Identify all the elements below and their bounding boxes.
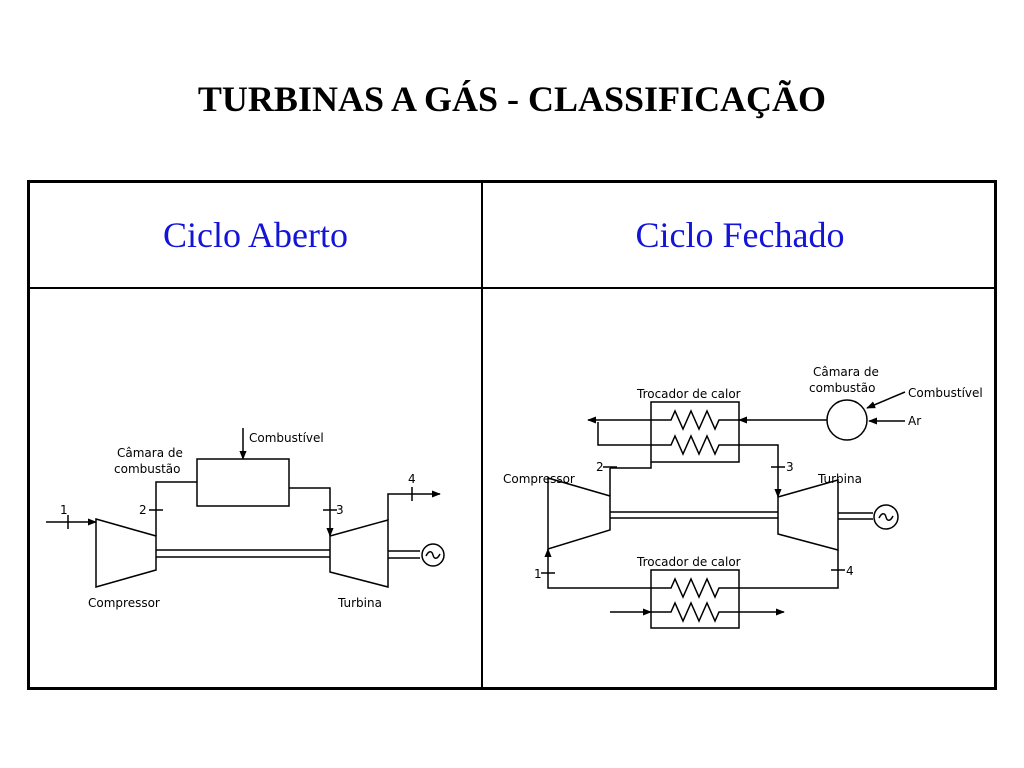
closed-hx-top-label: Trocador de calor: [636, 387, 741, 401]
closed-air-label: Ar: [908, 414, 921, 428]
closed-loop-top-left: [597, 422, 651, 446]
closed-heat-exchanger-bottom: [650, 569, 740, 629]
open-generator-icon: [421, 543, 445, 567]
open-point-1: 1: [60, 503, 68, 517]
open-cycle-labels: Combustível Câmara de combustão Compress…: [60, 431, 416, 610]
closed-point-2: 2: [596, 460, 604, 474]
closed-generator-icon: [873, 504, 899, 530]
closed-combustion-chamber: [826, 399, 868, 441]
open-fuel-label: Combustível: [249, 431, 324, 445]
open-exhaust-arrow: [387, 490, 441, 520]
open-cycle-diagram: [46, 428, 445, 588]
open-combustion-chamber: [196, 458, 290, 507]
closed-fuel-arrow: [866, 391, 906, 409]
closed-hx-bottom-coil-2: [651, 601, 739, 623]
open-compressor-label: Compressor: [88, 596, 160, 610]
closed-fuel-label: Combustível: [908, 386, 983, 400]
classification-table: Ciclo Aberto Ciclo Fechado: [27, 180, 997, 690]
closed-chamber-label-2: combustão: [809, 381, 876, 395]
closed-cycle-labels: Trocador de calor Trocador de calor Câma…: [503, 365, 983, 581]
closed-generator-tilde: [878, 513, 894, 521]
closed-line-3: [739, 444, 782, 498]
closed-cycle-diagram: [541, 391, 906, 629]
closed-turbine: [777, 479, 839, 551]
open-turbine: [329, 519, 389, 588]
open-turbine-label: Turbina: [337, 596, 382, 610]
closed-shaft: [610, 511, 778, 519]
header-open-cycle: Ciclo Aberto: [163, 215, 348, 255]
closed-hx-top-coil-1: [651, 409, 739, 431]
open-line-3: [289, 487, 334, 537]
closed-line-1: [544, 548, 651, 589]
header-divider: [30, 287, 994, 289]
open-point-4: 4: [408, 472, 416, 486]
closed-point-1: 1: [534, 567, 542, 581]
header-closed-cycle: Ciclo Fechado: [635, 215, 845, 255]
closed-point-4: 4: [846, 564, 854, 578]
open-inlet-arrow: [46, 515, 97, 529]
open-compressor: [95, 518, 157, 588]
closed-hx-bottom-coil-1: [651, 577, 739, 599]
open-line-2: [155, 481, 197, 536]
page-title: TURBINAS A GÁS - CLASSIFICAÇÃO: [197, 79, 827, 119]
column-divider: [481, 183, 483, 687]
closed-generator-shaft: [838, 512, 873, 520]
open-chamber-label-2: combustão: [114, 462, 181, 476]
open-generator-shaft: [388, 550, 420, 559]
closed-point-3: 3: [786, 460, 794, 474]
closed-line-4: [739, 550, 839, 589]
open-shaft: [156, 549, 330, 558]
open-generator-tilde: [425, 551, 441, 559]
closed-hx-bottom-label: Trocador de calor: [636, 555, 741, 569]
open-point-2: 2: [139, 503, 147, 517]
closed-heat-exchanger-top: [650, 401, 740, 463]
closed-line-2b: [610, 462, 652, 469]
open-chamber-label-1: Câmara de: [117, 446, 183, 460]
closed-turbine-label: Turbina: [817, 472, 862, 486]
open-point-3: 3: [336, 503, 344, 517]
closed-chamber-label-1: Câmara de: [813, 365, 879, 379]
closed-compressor: [547, 477, 611, 551]
closed-hx-top-coil-2: [651, 434, 739, 456]
closed-compressor-label: Compressor: [503, 472, 575, 486]
